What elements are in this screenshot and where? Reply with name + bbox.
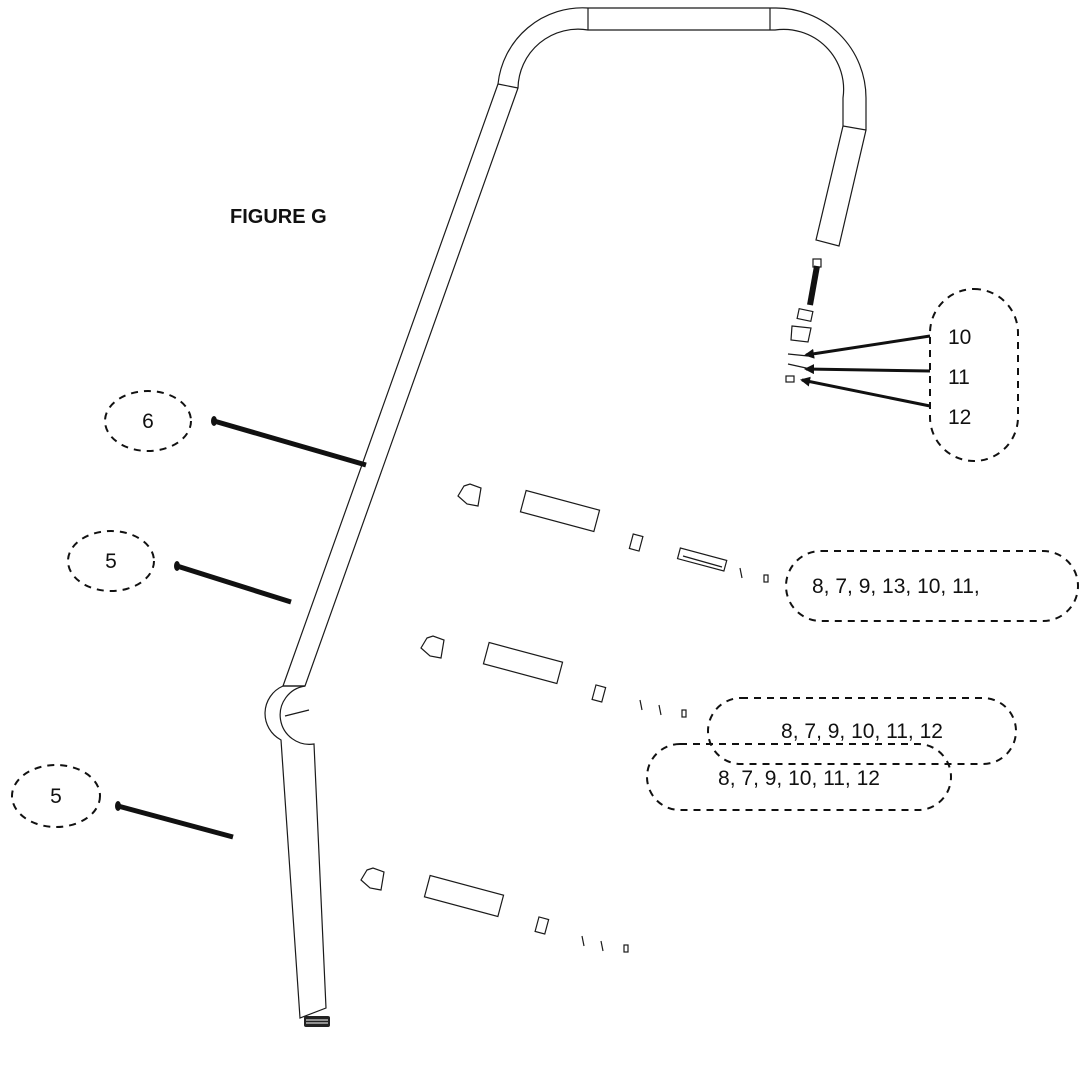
foot-cap [304,1016,330,1027]
bolt-upper [211,416,367,468]
callout-bolt-lower: 5 [11,764,101,828]
callout-label-10: 10 [948,326,971,349]
callout-top-stack: 10 11 12 [929,288,1019,462]
callout-label-5-middle: 5 [105,550,117,573]
callout-hardware-row-1: 8, 7, 9, 13, 10, 11, [785,550,1079,622]
bolt-middle [174,561,292,605]
handle-tube [264,7,867,1019]
hardware-row-2 [420,635,687,718]
figure-title: FIGURE G [230,206,327,228]
hardware-row-3 [360,867,629,953]
hardware-row-1 [457,483,769,583]
callout-hardware-row-2: 8, 7, 9, 10, 11, 12 [707,697,1017,765]
callout-bolt-middle: 5 [67,530,155,592]
bolt-lower [115,801,234,840]
callout-label-6: 6 [142,410,154,433]
callout-label-5-lower: 5 [50,785,62,808]
callout-label-12: 12 [948,406,971,429]
callout-bolt-upper: 6 [104,390,192,452]
callout-label-row-2: 8, 7, 9, 10, 11, 12 [781,720,943,743]
callout-label-row-3: 8, 7, 9, 10, 11, 12 [718,767,880,790]
top-stack-leaders [800,334,931,408]
callout-hardware-row-3: 8, 7, 9, 10, 11, 12 [646,743,952,811]
callout-label-11: 11 [948,366,970,389]
callout-label-row-1: 8, 7, 9, 13, 10, 11, [812,575,980,598]
top-hardware-stack [785,258,822,383]
